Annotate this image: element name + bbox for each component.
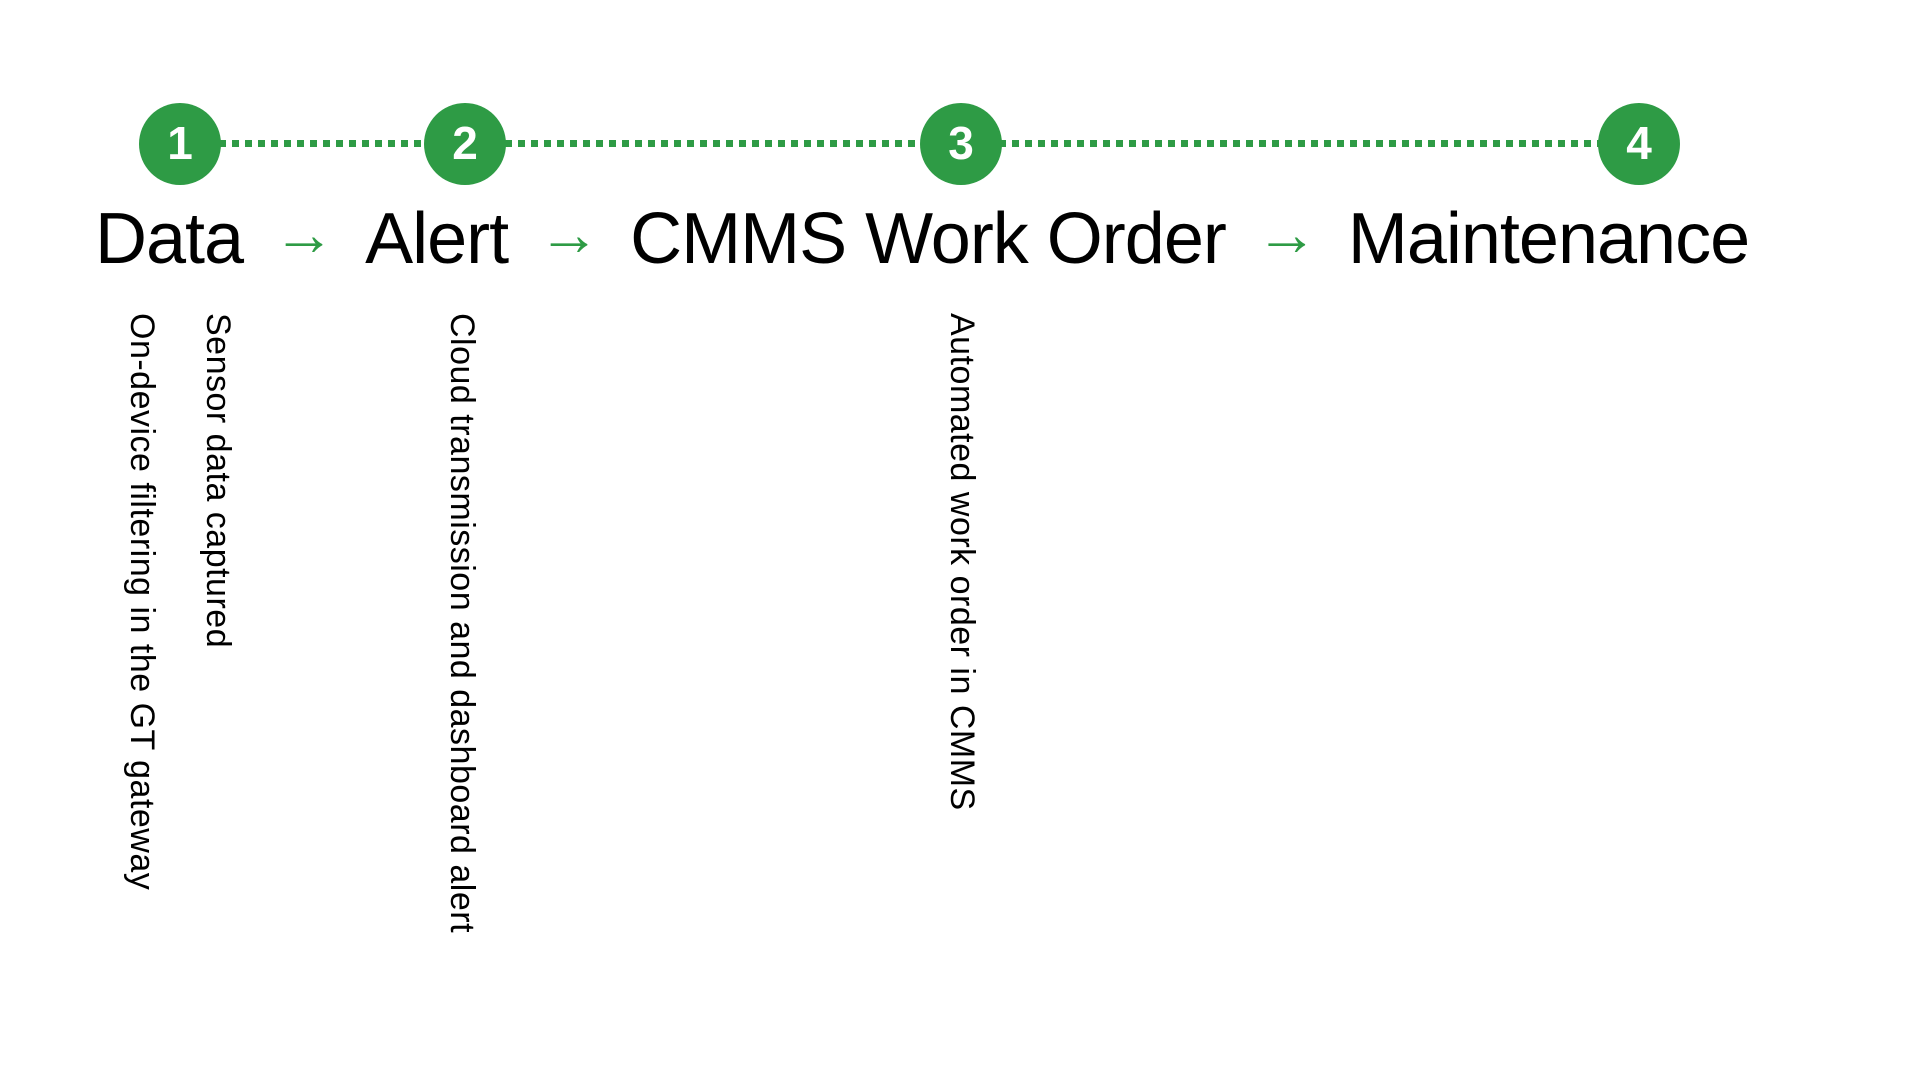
step-label-maintenance: Maintenance: [1347, 199, 1750, 279]
arrow-right-icon-3: →: [1255, 200, 1318, 269]
step-4-badge: 4: [1598, 103, 1680, 185]
step-label-data: Data: [95, 199, 244, 279]
step-4-number: 4: [1626, 117, 1652, 169]
step-2-number: 2: [452, 117, 478, 169]
timeline-connector-dotted-line: [180, 140, 1640, 147]
step-1-detail-1: Sensor data captured: [199, 313, 237, 649]
step-label-cmms-work-order: CMMS Work Order: [630, 199, 1227, 279]
step-1-detail-2: On-device filtering in the GT gateway: [123, 313, 161, 891]
flow-heading-row: Data → Alert → CMMS Work Order → Mainten…: [95, 199, 1750, 279]
step-1-number: 1: [167, 117, 193, 169]
step-3-badge: 3: [920, 103, 1002, 185]
step-3-detail-1: Automated work order in CMMS: [943, 313, 981, 811]
arrow-right-icon-1: →: [273, 200, 336, 269]
step-1-badge: 1: [139, 103, 221, 185]
step-2-badge: 2: [424, 103, 506, 185]
step-2-detail-1: Cloud transmission and dashboard alert: [443, 313, 481, 934]
arrow-right-icon-2: →: [538, 200, 601, 269]
step-label-alert: Alert: [365, 199, 509, 279]
step-3-number: 3: [948, 117, 974, 169]
